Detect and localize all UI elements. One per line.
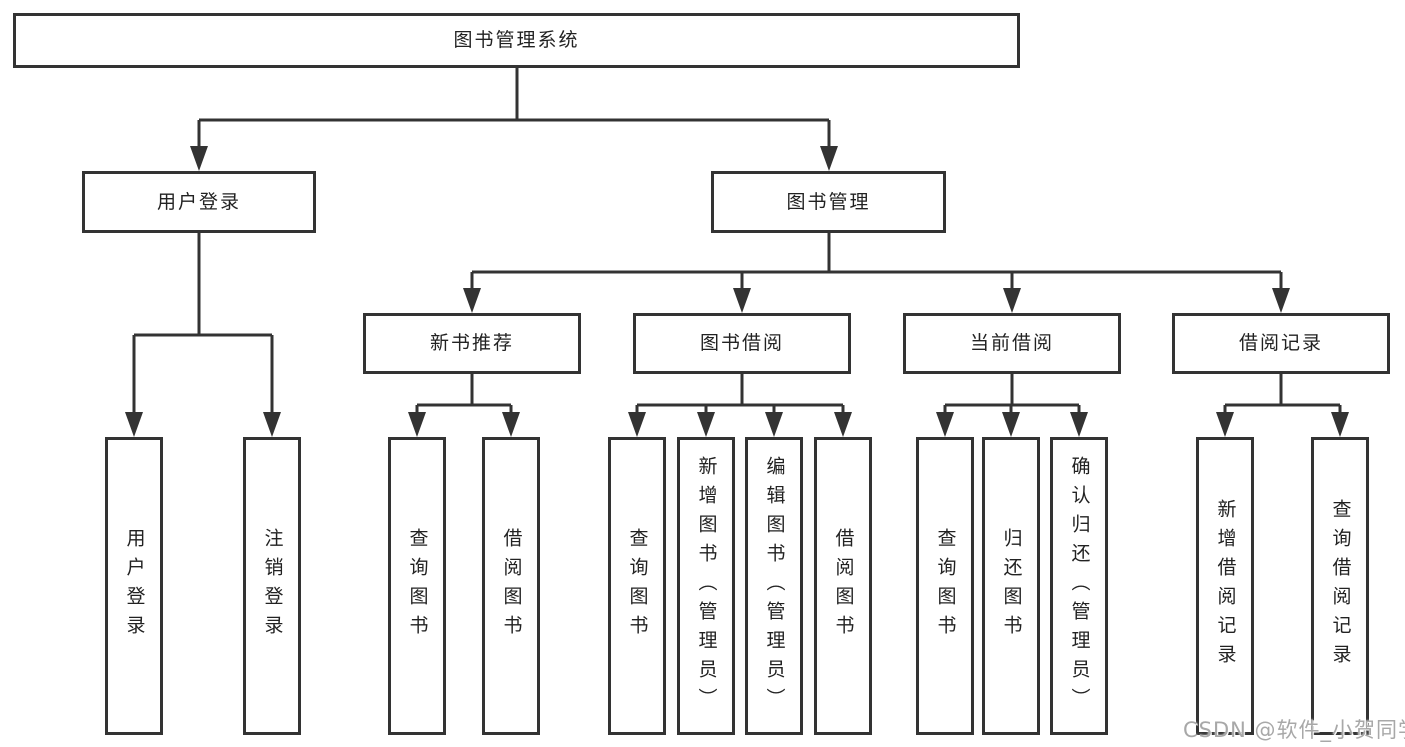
node-current-borrowing-label: 当前借阅	[969, 332, 1054, 354]
node-root-label: 图书管理系统	[453, 29, 580, 51]
node-leaf-add-books-admin: 新增图书（管理员）	[677, 437, 735, 735]
node-book-borrowing: 图书借阅	[633, 313, 851, 374]
node-leaf-query-books-borrowing: 查询图书	[608, 437, 666, 735]
node-new-book-recommend-label: 新书推荐	[429, 332, 514, 354]
node-leaf-borrow-books-borrowing: 借阅图书	[814, 437, 872, 735]
node-user-login: 用户登录	[82, 171, 316, 233]
node-leaf-query-borrow-record-label: 查询借阅记录	[1329, 499, 1352, 673]
node-root: 图书管理系统	[13, 13, 1020, 68]
node-leaf-user-login: 用户登录	[105, 437, 163, 735]
node-current-borrowing: 当前借阅	[903, 313, 1121, 374]
node-book-borrowing-label: 图书借阅	[699, 332, 784, 354]
node-leaf-query-books-recommend-label: 查询图书	[406, 528, 429, 644]
node-leaf-borrow-books-recommend: 借阅图书	[482, 437, 540, 735]
node-leaf-return-books: 归还图书	[982, 437, 1040, 735]
node-new-book-recommend: 新书推荐	[363, 313, 581, 374]
connector-paths	[132, 68, 1342, 414]
node-borrowing-records-label: 借阅记录	[1238, 332, 1323, 354]
node-leaf-user-login-label: 用户登录	[123, 528, 146, 644]
node-leaf-query-books-current: 查询图书	[916, 437, 974, 735]
node-leaf-add-borrow-record-label: 新增借阅记录	[1214, 499, 1237, 673]
node-leaf-confirm-return-admin: 确认归还（管理员）	[1050, 437, 1108, 735]
node-leaf-query-books-current-label: 查询图书	[934, 528, 957, 644]
node-leaf-add-borrow-record: 新增借阅记录	[1196, 437, 1254, 735]
node-leaf-confirm-return-admin-label: 确认归还（管理员）	[1068, 455, 1091, 717]
node-leaf-edit-books-admin: 编辑图书（管理员）	[745, 437, 803, 735]
node-leaf-query-books-borrowing-label: 查询图书	[626, 528, 649, 644]
node-leaf-borrow-books-borrowing-label: 借阅图书	[832, 528, 855, 644]
node-leaf-borrow-books-recommend-label: 借阅图书	[500, 528, 523, 644]
node-leaf-query-borrow-record: 查询借阅记录	[1311, 437, 1369, 735]
watermark: CSDN @软件_小贺同学	[1183, 718, 1405, 742]
node-leaf-query-books-recommend: 查询图书	[388, 437, 446, 735]
node-user-login-label: 用户登录	[156, 190, 241, 213]
node-leaf-add-books-admin-label: 新增图书（管理员）	[695, 455, 718, 717]
node-leaf-return-books-label: 归还图书	[1000, 528, 1023, 644]
node-book-management-label: 图书管理	[786, 190, 871, 213]
node-book-management: 图书管理	[711, 171, 946, 233]
node-borrowing-records: 借阅记录	[1172, 313, 1390, 374]
node-leaf-edit-books-admin-label: 编辑图书（管理员）	[763, 455, 786, 717]
arrowheads	[125, 146, 1349, 437]
node-leaf-logout-label: 注销登录	[261, 528, 284, 644]
node-leaf-logout: 注销登录	[243, 437, 301, 735]
